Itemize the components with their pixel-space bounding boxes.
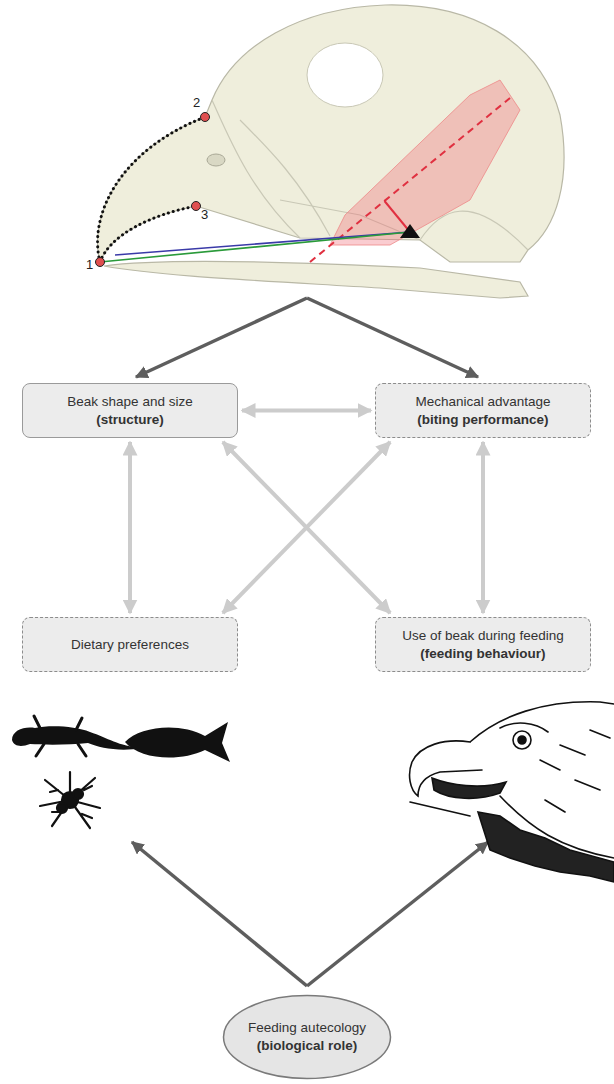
flow-arrow [307,842,488,986]
ellipse-outline [222,994,392,1080]
fish-silhouette [125,722,230,762]
node-content: Use of beak during feeding(feeding behav… [394,623,571,666]
lizard-legs [34,716,86,756]
flow-arrow [307,298,478,377]
node-subtitle: (biting performance) [417,411,548,429]
node-title: Feeding autecology [248,1019,366,1037]
node-content: Dietary preferences [63,632,197,658]
node-content: Beak shape and size(structure) [59,389,200,432]
link-arrow [242,409,371,413]
link-arrow [481,442,485,613]
process-box: Mechanical advantage(biting performance) [375,383,591,438]
node-subtitle: (feeding behaviour) [420,645,545,663]
flow-arrow [136,298,307,377]
outlever-line [100,232,410,262]
skull-jaw [104,262,528,298]
beak-outline [100,206,196,262]
jaw-muscle [330,80,520,245]
skull-cranium [98,5,564,262]
jaw-joint [400,224,420,238]
link-arrow [223,442,390,613]
node-title: Use of beak during feeding [402,627,563,645]
landmark [192,202,201,211]
link-arrow [128,442,132,613]
callout-number: 2 [193,96,200,110]
node-subtitle: (structure) [96,411,164,429]
landmark [96,258,105,267]
process-box: Beak shape and size(structure) [22,383,238,438]
node-content: Feeding autecology(biological role) [240,1015,374,1058]
node-content: Mechanical advantage(biting performance) [407,389,558,432]
process-box: Dietary preferences [22,617,238,672]
ellipse-shape [224,996,391,1079]
process-box: Use of beak during feeding(feeding behav… [375,617,591,672]
plant-silhouette [40,772,100,828]
link-arrow [223,442,390,613]
beak-outline [98,117,205,262]
moment-arm [385,201,411,232]
node-title: Beak shape and size [67,393,192,411]
outlever-line [115,232,410,255]
eagle-sketch [410,702,614,882]
landmark [201,113,210,122]
ellipse-node: Feeding autecology(biological role) [222,994,392,1080]
node-subtitle: (biological role) [257,1037,358,1055]
node-title: Mechanical advantage [415,393,550,411]
flow-arrow [132,842,307,986]
orbit [307,43,383,107]
nostril [207,154,225,166]
callout-number: 3 [201,208,208,222]
node-title: Dietary preferences [71,636,189,654]
callout-number: 1 [86,258,93,272]
